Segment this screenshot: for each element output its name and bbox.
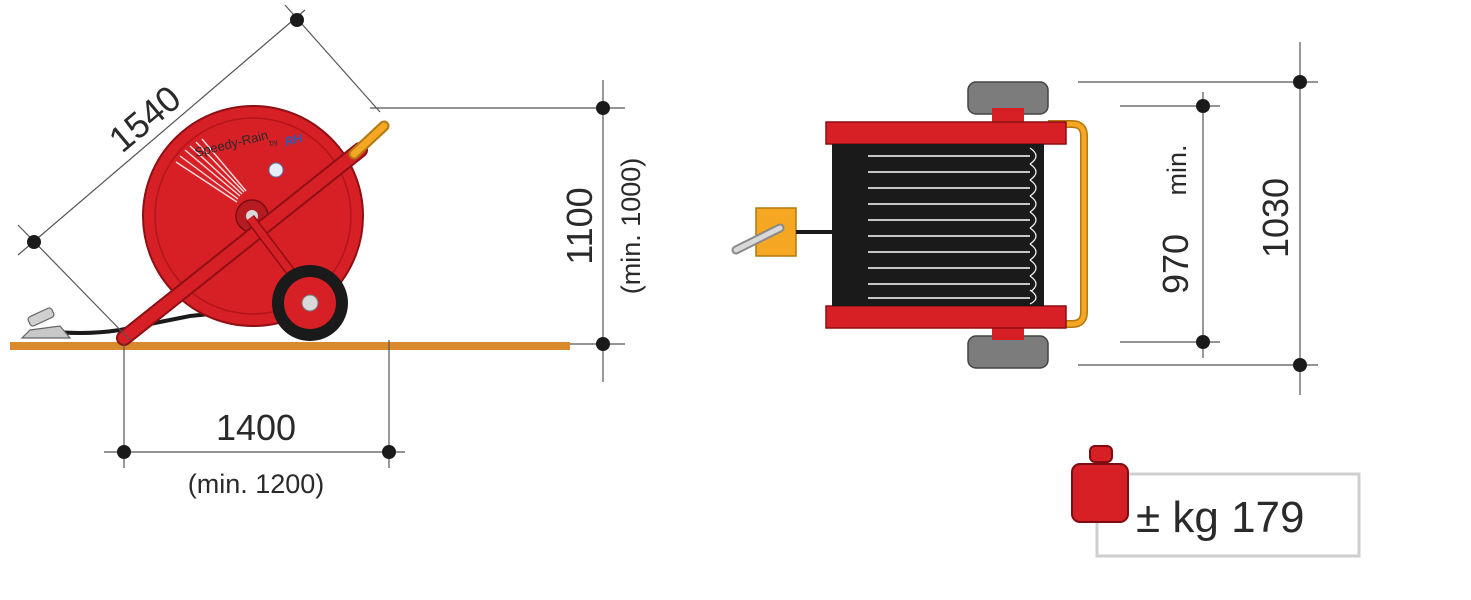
- dimension-dot: [1196, 99, 1210, 113]
- height-min-label: (min. 1000): [616, 158, 646, 295]
- dimension-ground: [104, 340, 405, 468]
- reel-wheel: [272, 265, 348, 341]
- height-label: 1100: [559, 187, 600, 264]
- inner-width-suffix: min.: [1162, 144, 1192, 195]
- dimension-dot: [1196, 335, 1210, 349]
- brand-badge-icon: [268, 162, 284, 178]
- dimension-dot: [117, 445, 131, 459]
- hose-coils: [832, 144, 1044, 306]
- dimension-dot: [1293, 358, 1307, 372]
- dimension-dot: [596, 101, 610, 115]
- weight-badge: ± kg 179: [1071, 445, 1361, 558]
- dimension-dot: [596, 337, 610, 351]
- dimension-dot: [27, 235, 41, 249]
- ground-strip: [10, 342, 570, 350]
- inlet-coupling-icon: [731, 207, 832, 257]
- top-wheel-top: [967, 81, 1049, 122]
- dimension-dot: [382, 445, 396, 459]
- brand-by: by: [268, 137, 278, 148]
- ground-length-label: 1400: [216, 407, 296, 448]
- inner-width-label: 970: [1155, 234, 1196, 294]
- weight-label: ± kg 179: [1136, 493, 1304, 542]
- top-view: 970 min. 1030: [731, 42, 1318, 395]
- weight-icon: [1071, 445, 1129, 523]
- sprinkler-stand-icon: [20, 307, 72, 339]
- dimension-dot: [290, 13, 304, 27]
- top-handle: [1048, 120, 1088, 328]
- brand-logo: RH: [283, 131, 304, 149]
- ground-length-min-label: (min. 1200): [188, 469, 325, 499]
- dimension-inner-width: [1120, 92, 1220, 358]
- dimension-outer-width: [1078, 42, 1318, 395]
- side-view: Speedy-Rain by RH: [10, 4, 646, 499]
- top-flange-top: [825, 121, 1067, 145]
- top-flange-bottom: [825, 305, 1067, 329]
- outer-width-label: 1030: [1255, 178, 1296, 258]
- dimension-dot: [1293, 75, 1307, 89]
- top-wheel-bottom: [967, 326, 1049, 369]
